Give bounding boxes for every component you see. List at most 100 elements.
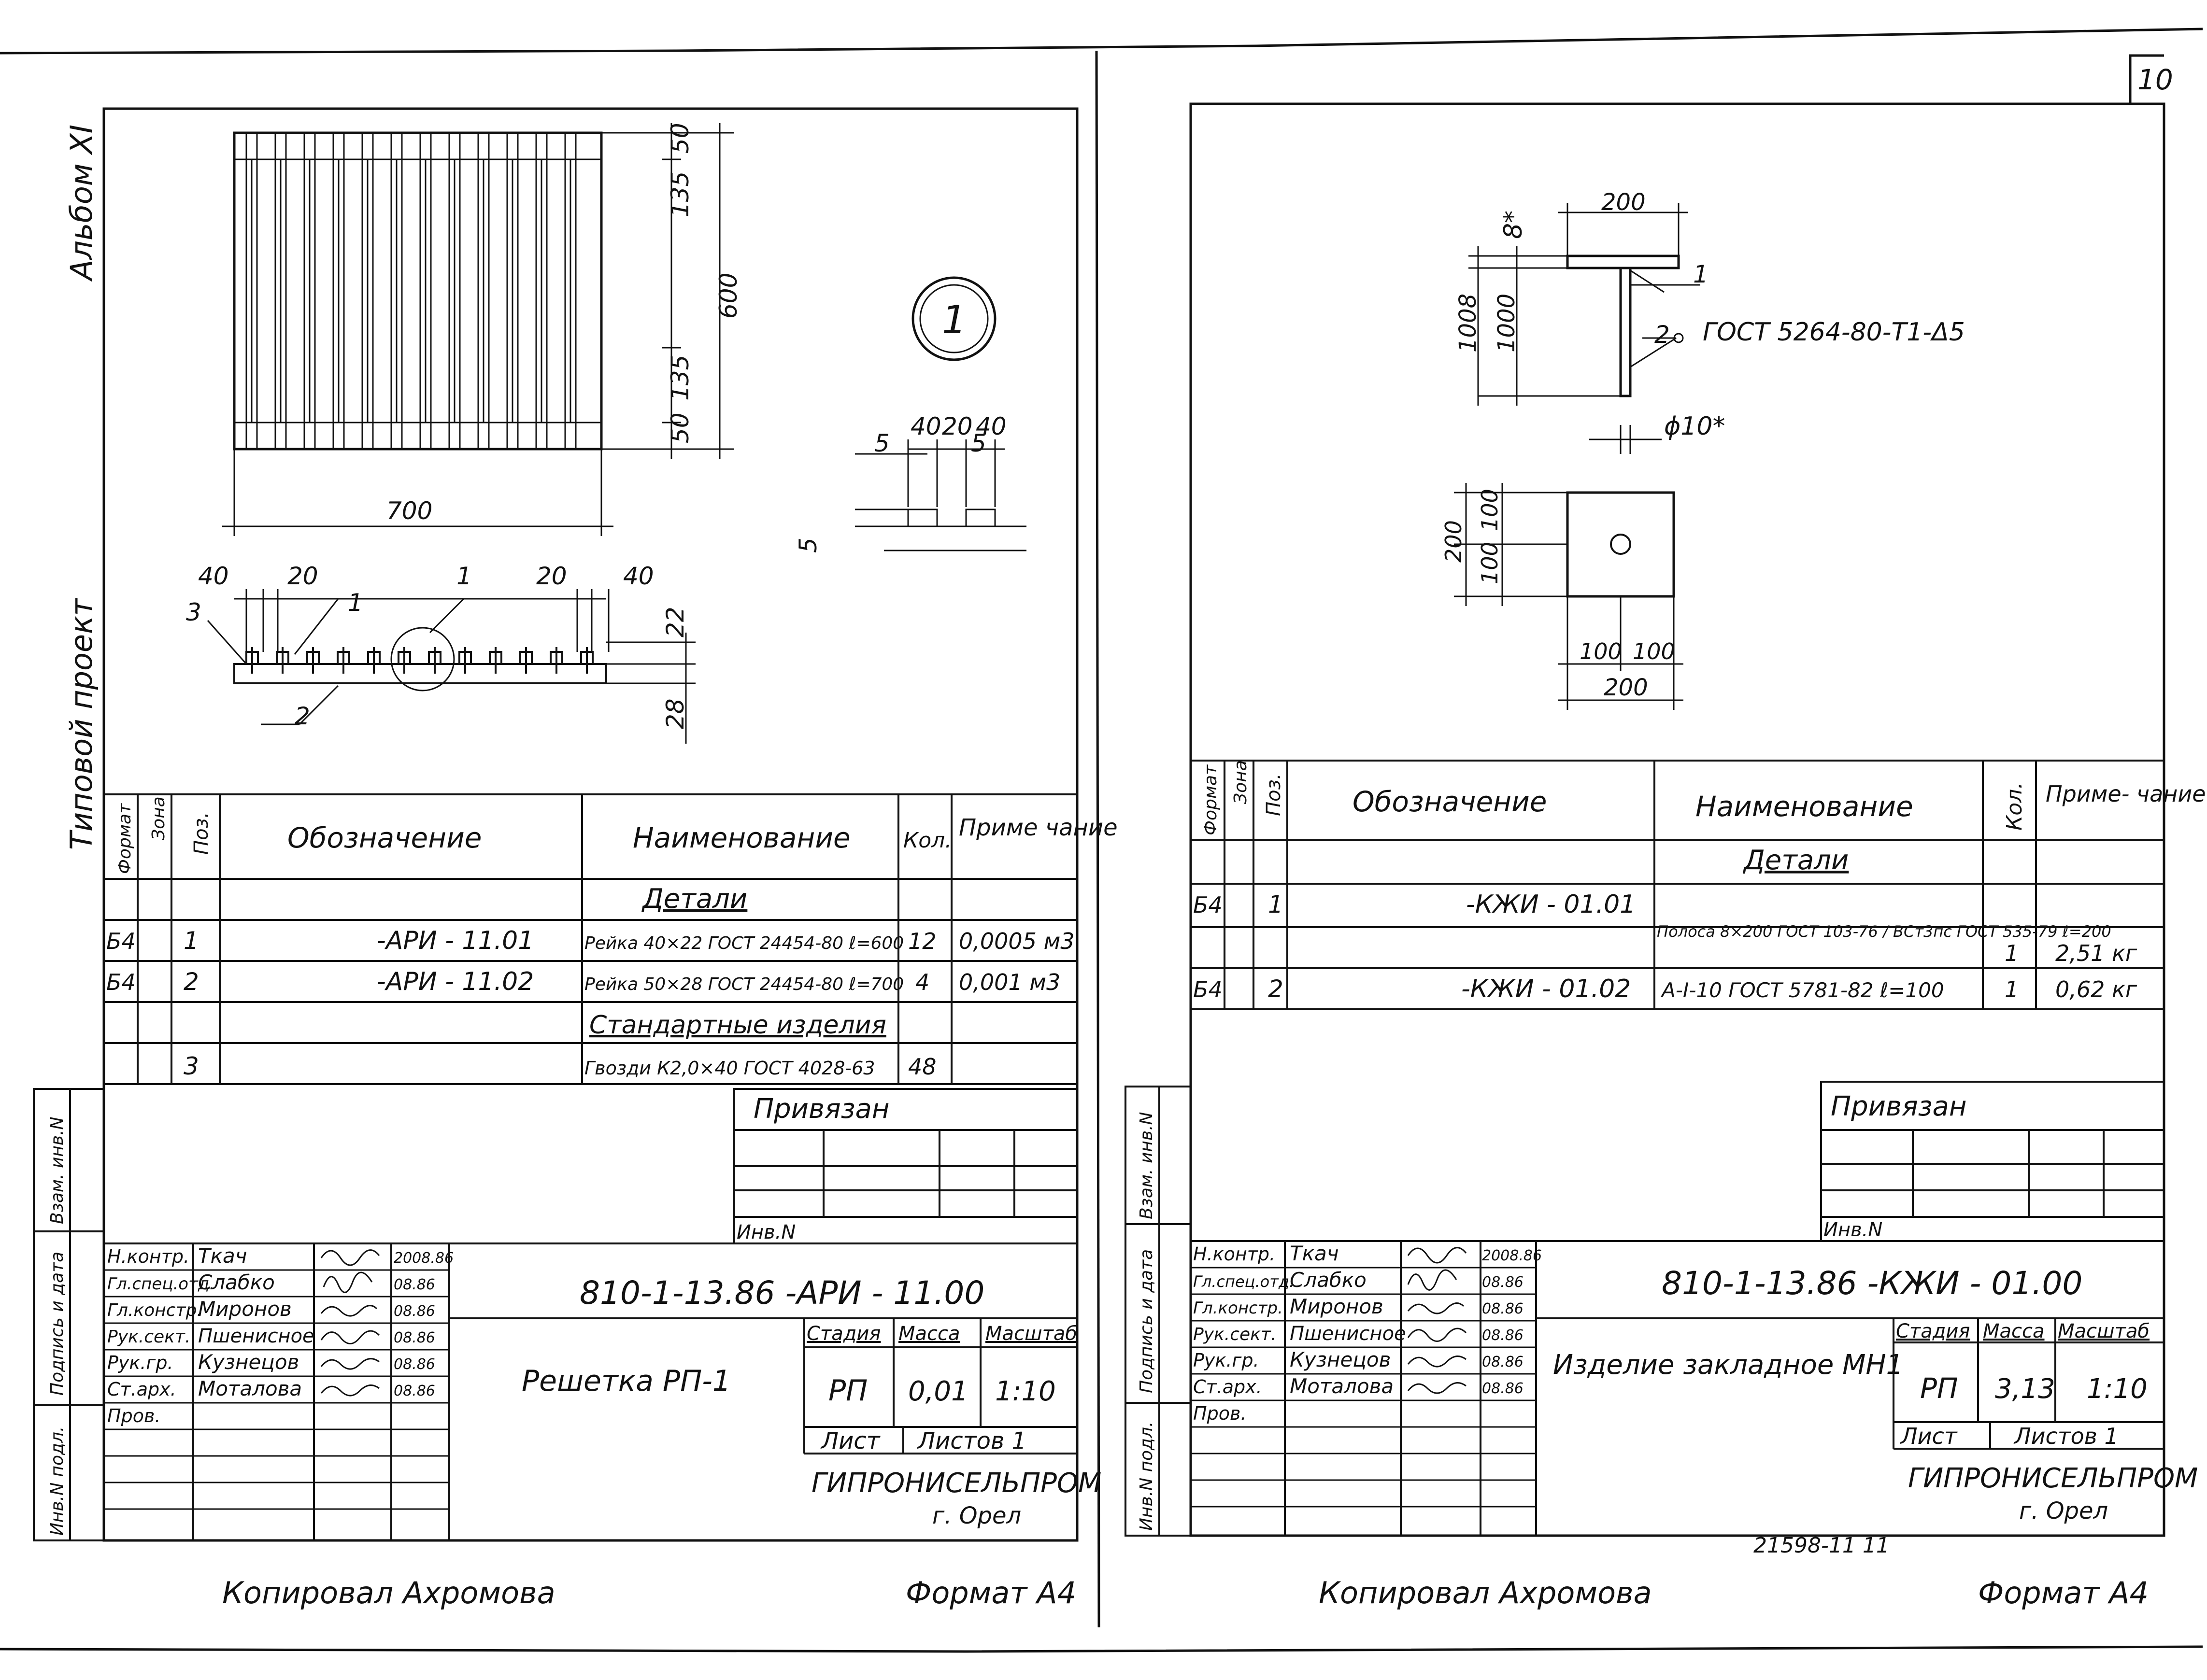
left-signers: Н.контр. Гл.спец.отд. Гл.констр. Рук.сек… [107, 1244, 454, 1426]
right-title-grid [1191, 1081, 2165, 1536]
r-name-tkach: Ткач [1290, 1242, 1339, 1265]
right-doc-name: Изделие закладное МН1 [1553, 1349, 1903, 1381]
right-mass: 3,13 [1995, 1373, 2055, 1405]
right-format: Формат А4 [1978, 1575, 2149, 1610]
dim-40-left: 40 [198, 562, 229, 590]
r-row1-pos: 1 [1268, 890, 1283, 918]
r-hdr-pos: Поз. [1263, 773, 1285, 816]
left-scale: 1:10 [995, 1376, 1056, 1407]
role-starkh: Ст.арх. [107, 1379, 176, 1400]
right-signatures [1407, 1247, 1467, 1394]
r-row1-code: -КЖИ - 01.01 [1466, 890, 1636, 919]
row1-qty: 12 [908, 928, 937, 954]
row2-code: -АРИ - 11.02 [377, 967, 534, 996]
dim-phi10: ϕ10* [1664, 412, 1725, 441]
dim-700: 700 [386, 497, 432, 525]
dim-1008: 1008 [1454, 294, 1481, 353]
r-role-starkh: Ст.арх. [1193, 1376, 1262, 1398]
left-sheet: Лист [820, 1427, 881, 1454]
right-sheets: Листов 1 [2013, 1423, 2119, 1449]
row1-format: Б4 [106, 928, 136, 954]
r-row1-qty: 1 [2005, 940, 2019, 966]
sheet-number: 10 [2137, 63, 2173, 96]
stamp-vzam-r: Взам. инв.N [1137, 1112, 1156, 1219]
r-row2-name: А-I-10 ГОСТ 5781-82 ℓ=100 [1660, 978, 1944, 1002]
detail-1 [884, 276, 1026, 551]
row1-name: Рейка 40×22 ГОСТ 24454-80 ℓ=600 [584, 933, 904, 953]
hdr-zone: Зона [149, 796, 169, 840]
r-hdr-qty: Кол. [2002, 782, 2027, 831]
right-stage: РП [1920, 1372, 1958, 1405]
weld-spec: ГОСТ 5264-80-Т1-Δ5 [1703, 318, 1965, 347]
r-name-slabko: Слабко [1290, 1268, 1367, 1292]
r-date-3: 08.86 [1482, 1300, 1524, 1317]
role-glspec: Гл.спец.отд. [107, 1274, 214, 1294]
stamp-podpis-r: Подпись и дата [1137, 1249, 1156, 1393]
name-tkach: Ткач [198, 1244, 247, 1268]
r-role-rukgr: Рук.гр. [1193, 1350, 1259, 1371]
dim-200-top: 200 [1601, 189, 1646, 216]
role-ruksekt: Рук.сект. [107, 1327, 190, 1347]
right-sheet: Лист [1900, 1423, 1958, 1449]
role-rukgr: Рук.гр. [107, 1352, 173, 1373]
left-city: г. Орел [932, 1502, 1021, 1529]
detail-number: 1 [942, 297, 967, 342]
det-dim-40b: 40 [976, 412, 1007, 440]
left-copied: Копировал Ахромова [222, 1575, 555, 1610]
hdr-note: Приме чание [959, 814, 1118, 841]
pos-1b: 1 [456, 562, 472, 590]
name-pshenisnov: Пшенисное [198, 1325, 314, 1347]
hdr-format: Формат [115, 803, 135, 874]
r-date-1: 2008.86 [1482, 1247, 1542, 1264]
section-details: Детали [641, 883, 747, 915]
right-spec-grid [1191, 760, 2164, 1010]
date-4: 08.86 [394, 1329, 435, 1346]
r-row2-qty: 1 [2005, 976, 2019, 1002]
dim-50-top: 50 [666, 123, 694, 154]
date-1: 2008.86 [394, 1250, 454, 1267]
row3-name: Гвозди К2,0×40 ГОСТ 4028-63 [584, 1058, 875, 1079]
dim-600: 600 [714, 273, 742, 319]
project-label: Типовой проект [64, 597, 99, 850]
dim-200-bot: 200 [1604, 674, 1648, 701]
plan-dimensions [222, 123, 734, 536]
r-name-motalova: Моталова [1290, 1374, 1394, 1398]
embedded-part [1566, 254, 1680, 598]
r-pos-2: 2 [1654, 321, 1670, 349]
left-stage-h: Стадия [807, 1323, 881, 1345]
album-label: Альбом XI [64, 125, 99, 282]
det-dim-5a: 5 [874, 429, 890, 457]
row1-note: 0,0005 м3 [959, 928, 1075, 954]
dim-20-right: 20 [536, 562, 567, 590]
dim-100b: 100 [1477, 542, 1503, 584]
row3-pos: 3 [184, 1052, 199, 1080]
dim-135-top: 135 [666, 171, 694, 217]
r-row2-pos: 2 [1268, 975, 1283, 1003]
dim-40-right: 40 [623, 562, 654, 590]
hdr-qty: Кол. [903, 828, 952, 853]
grating-plan [233, 131, 603, 451]
r-name-kuznetsov: Кузнецов [1290, 1348, 1391, 1371]
left-mass: 0,01 [908, 1376, 968, 1407]
r-role-nkontr: Н.контр. [1193, 1243, 1275, 1265]
right-scale-h: Масштаб [2058, 1320, 2150, 1342]
det-dim-20: 20 [942, 412, 973, 440]
r-role-prov: Пров. [1193, 1403, 1246, 1424]
left-doc-code: 810-1-13.86 -АРИ - 11.00 [580, 1274, 984, 1312]
right-stage-h: Стадия [1896, 1320, 1970, 1342]
right-org: ГИПРОНИСЕЛЬПРОМ [1908, 1463, 2198, 1494]
stamp-inv: Инв.N подл. [47, 1426, 67, 1536]
row2-pos: 2 [184, 968, 199, 996]
r-name-mironov: Миронов [1290, 1295, 1383, 1318]
dim-135-bot: 135 [666, 355, 694, 401]
name-motalova: Моталова [198, 1377, 302, 1400]
date-3: 08.86 [394, 1303, 435, 1320]
section-standard: Стандартные изделия [589, 1011, 886, 1040]
left-frame [102, 107, 1079, 1542]
right-city: г. Орел [2019, 1497, 2108, 1525]
r-row1-format: Б4 [1193, 892, 1223, 918]
row2-qty: 4 [915, 969, 929, 995]
r-hdr-name: Наименование [1695, 790, 1913, 823]
r-date-6: 08.86 [1482, 1380, 1524, 1397]
